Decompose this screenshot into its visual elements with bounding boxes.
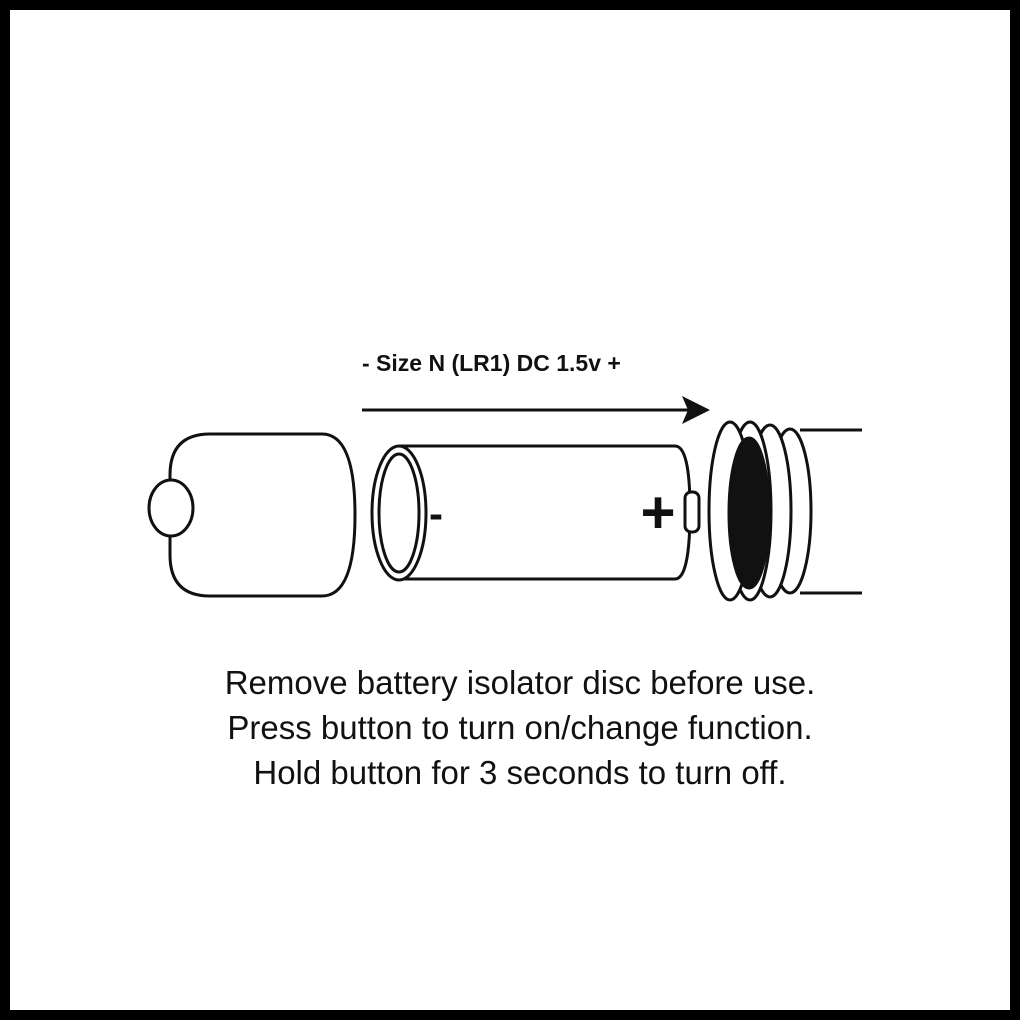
battery-installation-diagram: - Size N (LR1) DC 1.5v + - + (147, 350, 862, 602)
instructions-text: Remove battery isolator disc before use.… (110, 660, 930, 795)
battery-size-label: - Size N (LR1) DC 1.5v + (362, 350, 621, 376)
negative-terminal-symbol: - (429, 490, 443, 537)
instruction-line: Press button to turn on/change function. (227, 709, 813, 746)
insert-direction-arrow-icon (362, 396, 710, 424)
bullet-body-icon (707, 420, 862, 602)
end-cap-icon (147, 432, 357, 598)
diagram-frame: - Size N (LR1) DC 1.5v + - + (10, 10, 1010, 1010)
positive-terminal-symbol: + (640, 479, 675, 546)
instruction-line: Hold button for 3 seconds to turn off. (253, 754, 787, 791)
battery-icon (370, 444, 701, 582)
instruction-line: Remove battery isolator disc before use. (224, 664, 816, 701)
